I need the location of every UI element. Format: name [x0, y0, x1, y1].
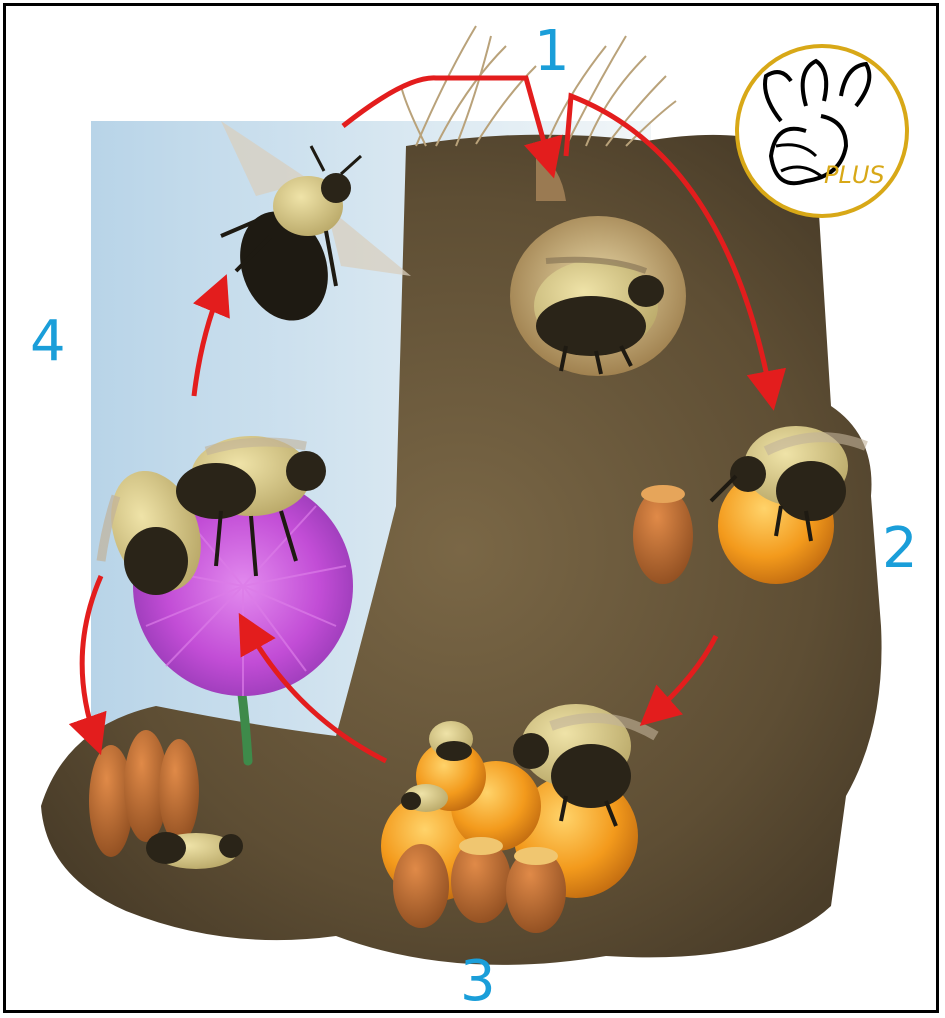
stage-number-3: 3 — [460, 954, 496, 1010]
bee-plus-logo-icon — [737, 46, 907, 216]
stage-number-2: 2 — [882, 521, 918, 577]
logo-text: PLUS — [824, 161, 885, 189]
stage-number-4: 4 — [30, 314, 66, 370]
wax-honey-pots — [393, 837, 566, 933]
life-cycle-diagram: 1 2 3 4 PLUS — [3, 3, 939, 1013]
illustration — [6, 6, 936, 1010]
stage-number-1: 1 — [534, 24, 570, 80]
